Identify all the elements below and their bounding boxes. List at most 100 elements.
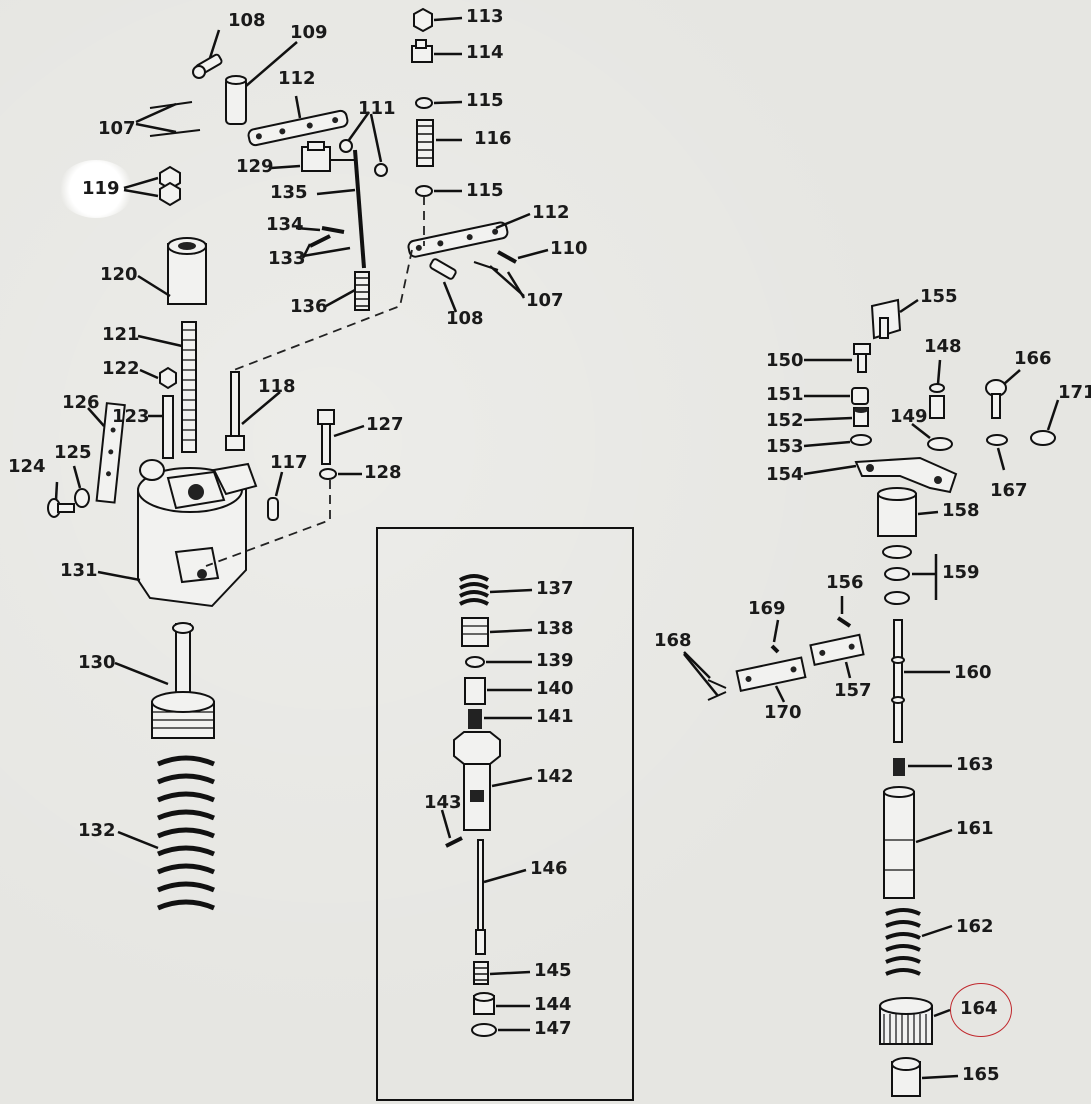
part-114 xyxy=(411,39,433,63)
label-128: 128 xyxy=(364,462,402,483)
label-115-bottom: 115 xyxy=(466,180,504,201)
part-138 xyxy=(461,617,489,647)
label-107-left: 107 xyxy=(98,118,136,139)
label-133: 133 xyxy=(268,248,306,269)
label-150: 150 xyxy=(766,350,804,371)
label-142: 142 xyxy=(536,766,574,787)
part-165 xyxy=(891,1057,921,1097)
part-154 xyxy=(854,456,958,494)
label-158: 158 xyxy=(942,500,980,521)
label-113: 113 xyxy=(466,6,504,27)
label-112-right: 112 xyxy=(532,202,570,223)
label-171: 171 xyxy=(1058,382,1091,403)
part-134 xyxy=(321,226,345,234)
label-154: 154 xyxy=(766,464,804,485)
part-132 xyxy=(157,755,215,911)
label-155: 155 xyxy=(920,286,958,307)
label-169: 169 xyxy=(748,598,786,619)
label-123: 123 xyxy=(112,406,150,427)
part-109 xyxy=(225,75,247,125)
label-157: 157 xyxy=(834,680,872,701)
part-115-bottom xyxy=(415,185,433,197)
part-112-right xyxy=(407,221,509,258)
label-147: 147 xyxy=(534,1018,572,1039)
part-119 xyxy=(159,165,181,207)
part-161 xyxy=(883,786,915,899)
part-162 xyxy=(885,908,921,976)
part-128 xyxy=(319,468,337,480)
part-131 xyxy=(137,459,258,608)
label-122: 122 xyxy=(102,358,140,379)
label-131: 131 xyxy=(60,560,98,581)
label-126: 126 xyxy=(62,392,100,413)
part-159 xyxy=(882,545,912,605)
part-157 xyxy=(809,633,865,666)
label-127: 127 xyxy=(366,414,404,435)
label-146: 146 xyxy=(530,858,568,879)
part-166 xyxy=(985,379,1007,419)
highlight-164 xyxy=(950,983,1012,1037)
label-136: 136 xyxy=(290,296,328,317)
label-107-right: 107 xyxy=(526,290,564,311)
label-162: 162 xyxy=(956,916,994,937)
part-158 xyxy=(877,487,917,537)
label-138: 138 xyxy=(536,618,574,639)
label-125: 125 xyxy=(54,442,92,463)
label-167: 167 xyxy=(990,480,1028,501)
part-141 xyxy=(468,709,482,729)
label-116: 116 xyxy=(474,128,512,149)
label-112-top: 112 xyxy=(278,68,316,89)
part-153 xyxy=(850,434,872,446)
part-160 xyxy=(891,619,905,743)
part-170 xyxy=(735,656,807,693)
label-115-top: 115 xyxy=(466,90,504,111)
part-171 xyxy=(1030,430,1056,446)
part-143 xyxy=(445,836,463,848)
part-111-b xyxy=(374,163,388,177)
part-156 xyxy=(836,616,852,628)
part-117 xyxy=(267,497,279,521)
label-153: 153 xyxy=(766,436,804,457)
part-145 xyxy=(473,961,489,985)
label-111: 111 xyxy=(358,98,396,119)
label-165: 165 xyxy=(962,1064,1000,1085)
label-152: 152 xyxy=(766,410,804,431)
part-127 xyxy=(317,409,335,465)
part-148 xyxy=(929,383,945,419)
label-117: 117 xyxy=(270,452,308,473)
label-145: 145 xyxy=(534,960,572,981)
part-163 xyxy=(893,758,905,776)
part-108-right xyxy=(429,258,457,280)
part-135 xyxy=(353,149,366,269)
label-121: 121 xyxy=(102,324,140,345)
label-163: 163 xyxy=(956,754,994,775)
label-124: 124 xyxy=(8,456,46,477)
highlight-119 xyxy=(58,160,134,218)
part-133 xyxy=(309,234,331,248)
part-140 xyxy=(464,677,486,705)
label-144: 144 xyxy=(534,994,572,1015)
part-150 xyxy=(853,343,871,373)
label-108-top: 108 xyxy=(228,10,266,31)
part-126 xyxy=(95,402,126,504)
part-118 xyxy=(225,371,245,451)
label-166: 166 xyxy=(1014,348,1052,369)
part-129 xyxy=(301,141,356,172)
part-108-top xyxy=(192,53,223,79)
label-130: 130 xyxy=(78,652,116,673)
part-124 xyxy=(47,498,75,518)
label-132: 132 xyxy=(78,820,116,841)
part-112-top xyxy=(247,109,349,147)
label-161: 161 xyxy=(956,818,994,839)
label-143: 143 xyxy=(424,792,462,813)
label-110: 110 xyxy=(550,238,588,259)
part-142 xyxy=(453,731,501,831)
part-120 xyxy=(167,237,207,305)
part-130 xyxy=(151,622,215,739)
part-116 xyxy=(416,119,434,167)
part-151 xyxy=(851,387,869,405)
label-135: 135 xyxy=(270,182,308,203)
label-164: 164 xyxy=(960,998,998,1019)
